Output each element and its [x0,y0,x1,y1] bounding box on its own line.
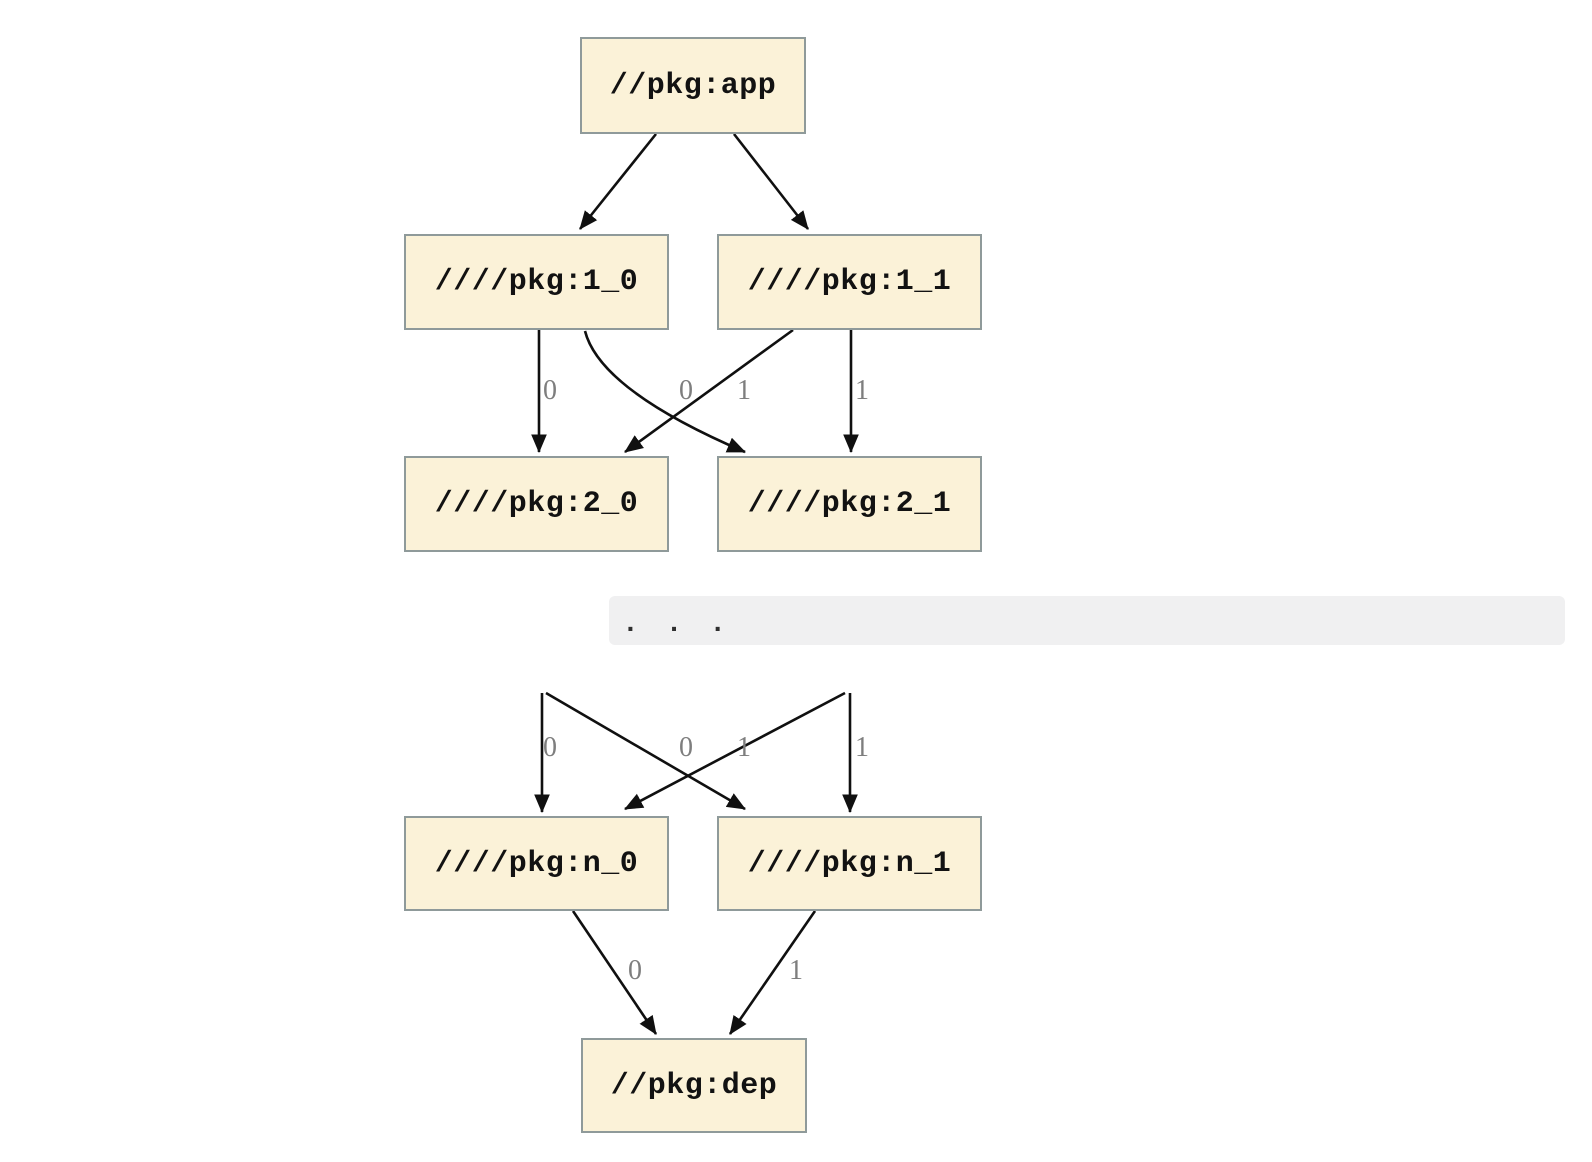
node-label: ////pkg:2_1 [747,487,952,521]
edge-label-ellipsis-n_1: 1 [855,732,869,763]
edge-label-1_1-2_1: 1 [855,375,869,406]
node-pkg-1_1: ////pkg:1_1 [717,234,982,330]
edge-label-ellipsis-n_0-cross: 1 [737,732,751,763]
node-pkg-1_0: ////pkg:1_0 [404,234,669,330]
edge-label-n_0-dep: 0 [628,955,642,986]
node-label: //pkg:app [609,68,777,103]
ellipsis-dots: . . . [622,609,732,640]
node-pkg-n_0: ////pkg:n_0 [404,816,669,911]
edge-app-to-1_1 [732,133,810,230]
edge-n_1-to-dep [728,910,817,1035]
node-label: ////pkg:1_1 [747,265,952,299]
node-label: ////pkg:2_0 [434,487,639,521]
node-pkg-n_1: ////pkg:n_1 [717,816,982,911]
edge-ellipsis-to-n_0-cross [624,691,846,811]
edge-label-ellipsis-n_1-cross: 0 [679,732,693,763]
edge-label-1_1-2_0: 1 [737,375,751,406]
node-label: ////pkg:n_0 [434,846,639,881]
edge-1_1-to-2_0 [624,328,794,454]
node-label: //pkg:dep [610,1068,778,1103]
node-label: ////pkg:1_0 [434,265,639,299]
edge-ellipsis-to-n_1-cross [545,691,746,811]
edge-label-1_0-2_0: 0 [543,375,557,406]
edge-app-to-1_0 [578,133,658,230]
node-pkg-app: //pkg:app [580,37,806,134]
edge-1_0-to-2_1 [583,330,746,454]
edge-label-n_1-dep: 1 [789,955,803,986]
edge-label-ellipsis-n_0: 0 [543,732,557,763]
node-label: ////pkg:n_1 [747,846,952,881]
node-pkg-dep: //pkg:dep [581,1038,807,1133]
node-pkg-2_0: ////pkg:2_0 [404,456,669,552]
edge-n_0-to-dep [571,910,658,1035]
edge-label-1_0-2_1: 0 [679,375,693,406]
ellipsis-bar: . . . [609,596,1565,645]
node-pkg-2_1: ////pkg:2_1 [717,456,982,552]
